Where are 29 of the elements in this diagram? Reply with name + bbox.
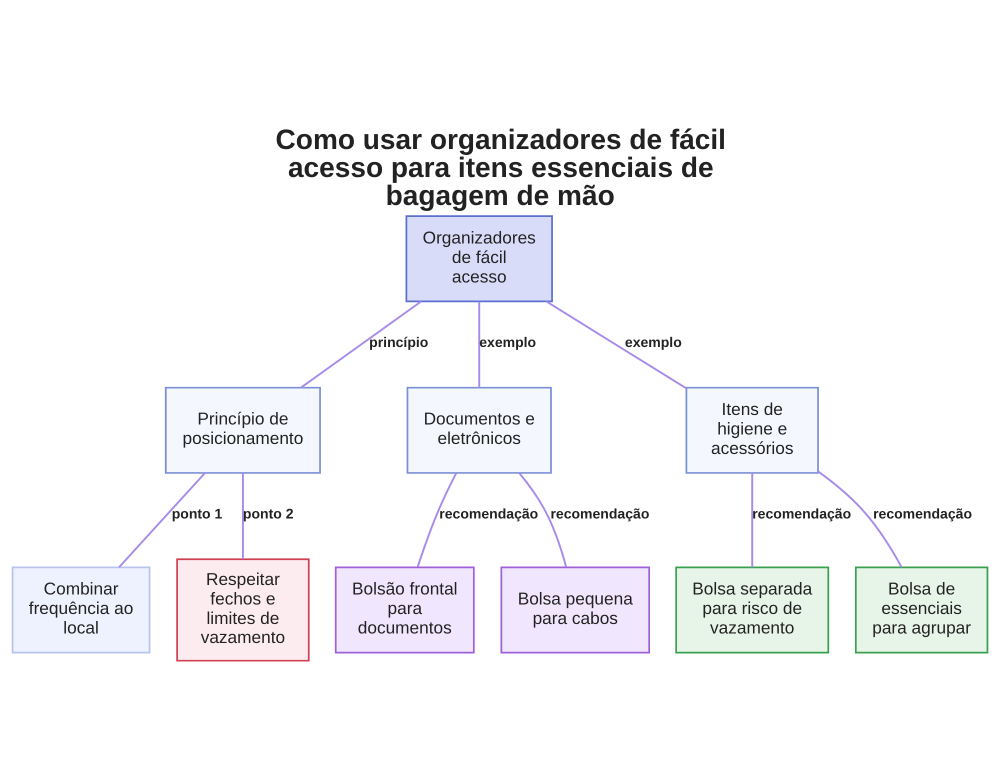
node-box: Organizadores de fácil acesso	[406, 214, 553, 302]
node-box: Princípio de posicionamento	[164, 386, 321, 474]
node-box: Bolsão frontal para documentos	[334, 566, 475, 653]
node-box: Documentos e eletrônicos	[406, 386, 552, 474]
edge-label: princípio	[369, 334, 428, 350]
edge-label: recomendação	[752, 505, 852, 522]
connector	[478, 301, 480, 388]
connector	[118, 472, 206, 568]
node-box: Itens de higiene e acessórios	[686, 386, 819, 474]
edge-label: recomendação	[550, 505, 650, 522]
diagram-title: Como usar organizadores de fácil acesso para itens essenciais de bagagem de mão	[276, 124, 726, 211]
connector	[818, 470, 902, 568]
edge-label: ponto 1	[172, 505, 222, 522]
connector	[416, 472, 457, 567]
node-box: Bolsa de essenciais para agrupar	[854, 566, 988, 653]
node-box: Combinar frequência ao local	[12, 566, 150, 653]
node-box: Respeitar fechos e limites de vazamento	[176, 558, 310, 662]
edge-label: ponto 2	[242, 505, 294, 522]
edge-label: exemplo	[479, 334, 536, 350]
edge-label: recomendação	[439, 505, 538, 522]
node-box: Bolsa pequena para cabos	[500, 566, 650, 653]
edge-label: recomendação	[873, 505, 972, 522]
connector	[300, 300, 422, 388]
connector	[518, 472, 568, 567]
connector	[751, 472, 754, 567]
connector	[242, 472, 244, 558]
edge-label: exemplo	[624, 334, 682, 350]
connector	[546, 300, 687, 389]
node-box: Bolsa separada para risco de vazamento	[675, 566, 830, 653]
